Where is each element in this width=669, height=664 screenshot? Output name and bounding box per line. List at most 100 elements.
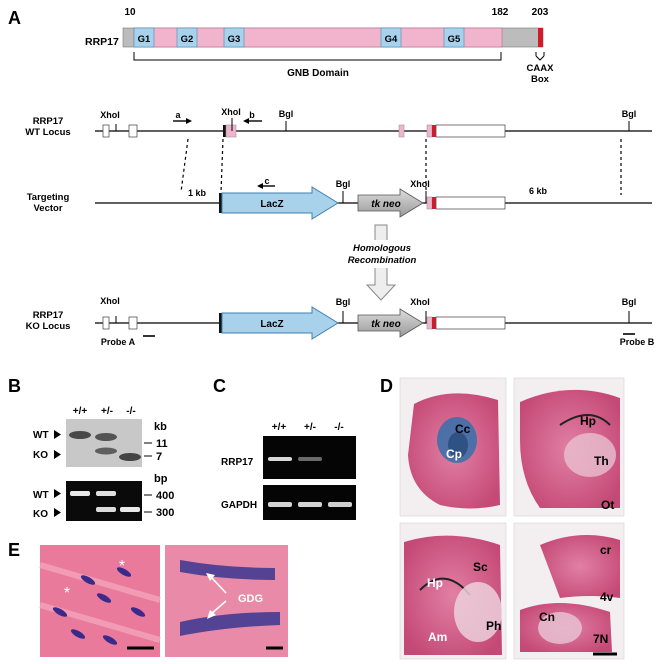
genotype-ko: -/- — [126, 406, 135, 417]
probe-b-label: Probe B — [620, 337, 655, 347]
primer-c-label: c — [264, 176, 269, 186]
exon — [426, 124, 433, 138]
motif-g5 — [443, 27, 465, 48]
region-am: Am — [428, 630, 447, 644]
bp-size-300: 300 — [156, 507, 174, 519]
genotype-wt: +/+ — [272, 422, 287, 433]
arrow-icon — [207, 610, 216, 619]
ko-label-1: RRP17 — [33, 310, 64, 321]
kb1-label: 1 kb — [188, 188, 207, 198]
arrow-icon — [206, 573, 215, 581]
tv-label-2: Vector — [33, 203, 62, 214]
region-ot: Ot — [601, 498, 614, 512]
panel-c-letter: C — [213, 376, 226, 396]
xhoi-label: XhoI — [221, 107, 241, 117]
position-end: 182 — [492, 7, 509, 18]
ko-locus: RRP17 KO Locus XhoI Probe A LacZ Bgl tk … — [26, 296, 655, 347]
probe-a-label: Probe A — [101, 337, 136, 347]
ko-band-label: KO — [33, 509, 48, 520]
region-cn: Cn — [539, 610, 555, 624]
genotype-het: +/- — [101, 406, 113, 417]
exon — [128, 124, 138, 138]
gnb-bracket — [133, 52, 502, 61]
bp-unit: bp — [154, 473, 168, 485]
motif-g5-label: G5 — [448, 34, 461, 45]
kb6-label: 6 kb — [529, 186, 548, 196]
rt-pcr-gels: +/+ +/- -/- RRP17 GAPDH — [221, 422, 356, 520]
hr-label-2: Recombination — [348, 255, 417, 266]
panel-b-letter: B — [8, 376, 21, 396]
histology: * * GDG — [39, 545, 288, 657]
exon — [398, 124, 405, 138]
motif-g1-label: G1 — [138, 34, 151, 45]
ko-label-2: KO Locus — [26, 321, 71, 332]
tkneo-label: tk neo — [371, 199, 400, 210]
region-cc: Cc — [455, 422, 471, 436]
genotype-wt: +/+ — [73, 406, 88, 417]
primer-a-label: a — [175, 110, 181, 120]
motif-g2 — [176, 27, 198, 48]
wt-locus: RRP17 WT Locus XhoI XhoI Bgl Bgl a b — [25, 107, 652, 195]
protein-schematic: RRP17 10 182 203 G1 G2 G3 G4 G5 GNB Doma… — [85, 7, 554, 85]
region-7n: 7N — [593, 632, 608, 646]
exon-caax — [432, 125, 436, 137]
region-4v: 4v — [600, 590, 614, 604]
gene-name: RRP17 — [85, 36, 119, 48]
asterisk-icon: * — [119, 558, 125, 575]
genotype-het: +/- — [304, 422, 316, 433]
arrow-icon — [54, 450, 61, 459]
lacz-label: LacZ — [260, 319, 283, 330]
bgl-label: Bgl — [336, 297, 351, 307]
caax-label-2: Box — [531, 74, 550, 85]
region-th: Th — [594, 454, 609, 468]
primer-b-label: b — [249, 110, 255, 120]
xhoi-label: XhoI — [100, 110, 120, 120]
bgl-label: Bgl — [622, 297, 637, 307]
kb-size-7: 7 — [156, 451, 162, 463]
arrow-icon — [54, 489, 61, 498]
genotype-ko: -/- — [334, 422, 343, 433]
region-ph: Ph — [486, 619, 501, 633]
region-hp: Hp — [580, 414, 596, 428]
gnb-domain-label: GNB Domain — [287, 68, 349, 79]
panel-e-letter: E — [8, 540, 20, 560]
wt-label-1: RRP17 — [33, 116, 64, 127]
kb-size-11: 11 — [156, 438, 168, 450]
bp-size-400: 400 — [156, 490, 174, 502]
motif-g3-label: G3 — [228, 34, 241, 45]
lacz-cassette — [221, 306, 339, 340]
panel-d-letter: D — [380, 376, 393, 396]
bgl-label: Bgl — [336, 179, 351, 189]
tkneo-cassette — [357, 188, 424, 218]
tv-label-1: Targeting — [27, 192, 70, 203]
ko-band-label: KO — [33, 450, 48, 461]
position-start: 10 — [124, 7, 136, 18]
motif-g3 — [223, 27, 245, 48]
wt-band-label: WT — [33, 490, 49, 501]
exon-utr — [435, 124, 506, 138]
caax-mark — [538, 28, 543, 47]
tkneo-cassette — [357, 308, 424, 338]
asterisk-icon: * — [64, 585, 70, 602]
motif-g1 — [133, 27, 155, 48]
lacz-cassette — [221, 186, 339, 220]
primer-b-arrow — [243, 118, 249, 124]
exon — [102, 124, 110, 138]
caax-bracket — [535, 52, 545, 61]
lacz-label: LacZ — [260, 199, 283, 210]
bgl-label: Bgl — [279, 109, 294, 119]
primer-a-arrow — [186, 118, 192, 124]
hr-label-1: Homologous — [353, 243, 411, 254]
region-sc: Sc — [473, 560, 488, 574]
bgl-label: Bgl — [622, 109, 637, 119]
region-hp: Hp — [427, 576, 443, 590]
kb-unit: kb — [154, 421, 167, 433]
exon — [225, 124, 237, 138]
row-rrp17: RRP17 — [221, 457, 254, 468]
tkneo-label: tk neo — [371, 319, 400, 330]
row-gapdh: GAPDH — [221, 500, 257, 511]
region-cr: cr — [600, 543, 612, 557]
panel-a-letter: A — [8, 8, 21, 28]
pcr-gel — [66, 481, 142, 521]
